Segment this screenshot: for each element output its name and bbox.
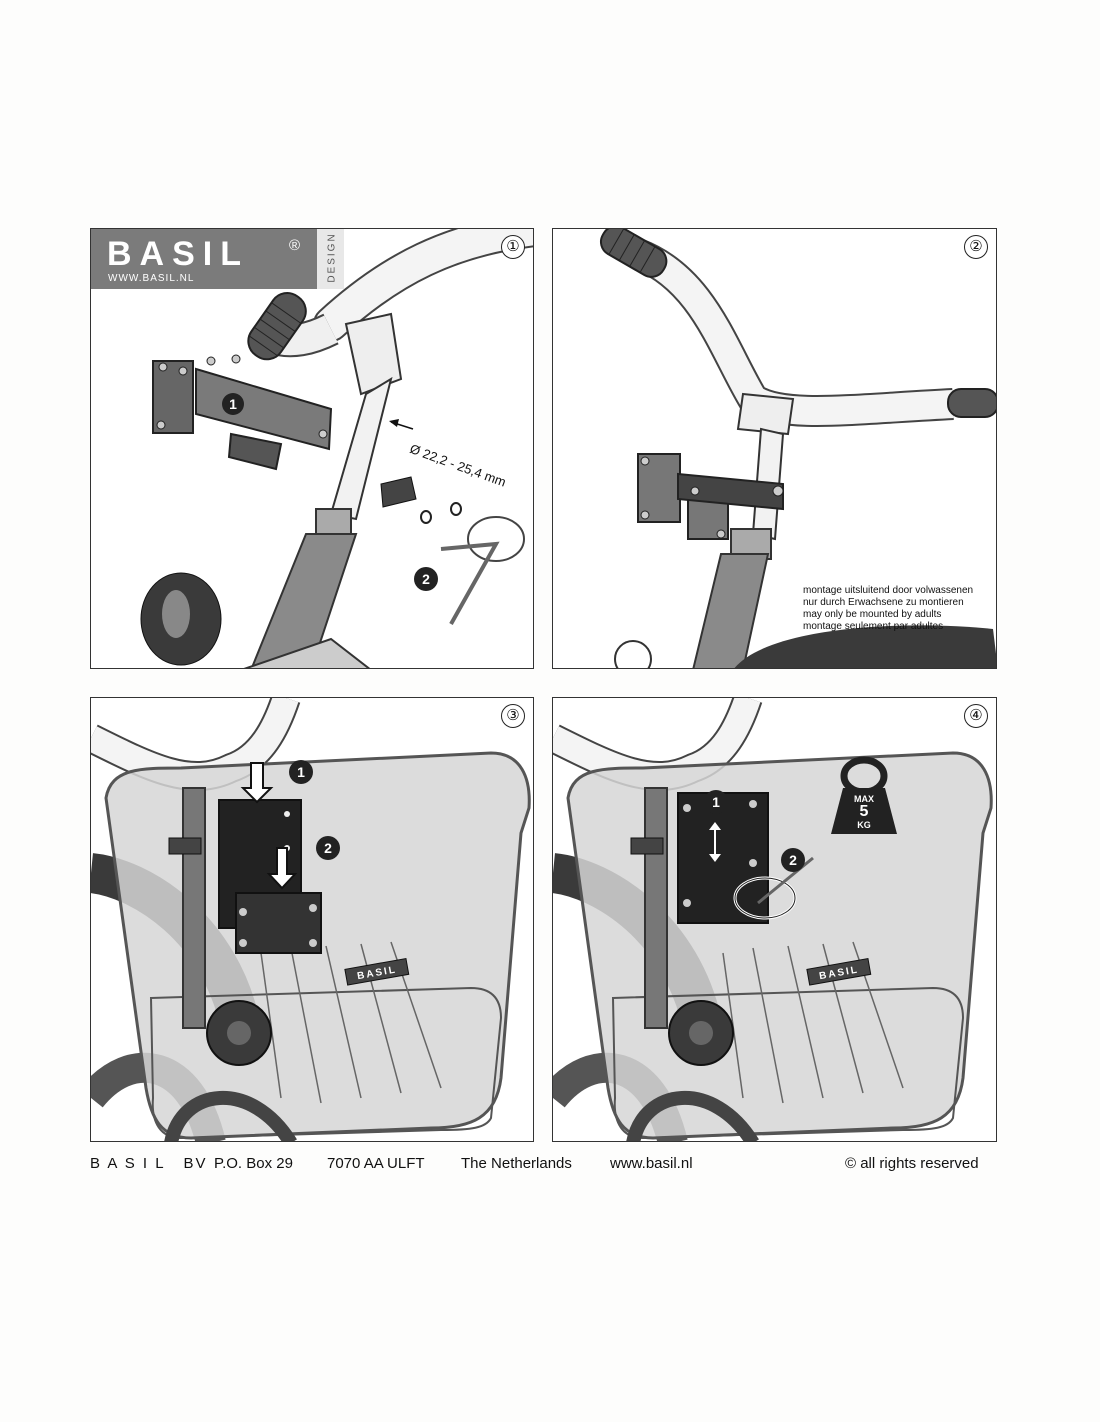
- step-2-panel: ② montage uitsluitend door volwassenen n…: [552, 228, 997, 669]
- footer-pobox: P.O. Box 29: [214, 1155, 293, 1172]
- svg-text:2: 2: [324, 840, 332, 856]
- max-weight-top: MAX: [854, 794, 874, 804]
- step-4-number: ④: [964, 704, 988, 728]
- svg-text:2: 2: [789, 852, 797, 868]
- adult-assembly-warning: montage uitsluitend door volwassenen nur…: [803, 585, 973, 633]
- max-weight-value: 5: [859, 803, 869, 820]
- step-4-illustration: 1 2 BASIL: [553, 698, 993, 1141]
- footer-country: The Netherlands: [461, 1155, 572, 1172]
- max-weight-label: MAX 5 KG: [849, 794, 879, 830]
- footer-company: B A S I L BV: [90, 1155, 208, 1172]
- step-1-panel: 1 2 BASIL ® WWW.BASIL.NL DESIGN ① Ø 22,2…: [90, 228, 534, 669]
- warning-line-de: nur durch Erwachsene zu montieren: [803, 597, 964, 608]
- basil-logo: BASIL ® WWW.BASIL.NL DESIGN: [91, 229, 344, 289]
- step-2-illustration: [599, 229, 996, 668]
- step-3-number: ③: [501, 704, 525, 728]
- max-weight-icon: [831, 756, 897, 834]
- step-2-number: ②: [964, 235, 988, 259]
- svg-text:1: 1: [712, 794, 720, 810]
- footer-postcode: 7070 AA ULFT: [327, 1155, 425, 1172]
- logo-url: WWW.BASIL.NL: [108, 273, 195, 284]
- svg-text:1: 1: [229, 396, 237, 412]
- step-3-illustration: 1 2 BASIL: [91, 698, 531, 1141]
- svg-text:2: 2: [422, 571, 430, 587]
- warning-line-fr: montage seulement par adultes: [803, 621, 944, 632]
- logo-brand: BASIL: [107, 235, 249, 273]
- footer-rights: © all rights reserved: [845, 1155, 979, 1172]
- step-1-illustration: 1 2: [140, 229, 533, 668]
- logo-registered-mark: ®: [289, 237, 301, 254]
- step-4-panel: 1 2 BASIL ④ MAX 5 KG: [552, 697, 997, 1142]
- warning-line-nl: montage uitsluitend door volwassenen: [803, 585, 974, 596]
- step-3-panel: 1 2 BASIL ③: [90, 697, 534, 1142]
- svg-text:1: 1: [297, 764, 305, 780]
- logo-design-strip: DESIGN: [317, 229, 344, 289]
- footer-website-link[interactable]: www.basil.nl: [610, 1155, 693, 1172]
- warning-line-en: may only be mounted by adults: [803, 609, 942, 620]
- logo-design-text: DESIGN: [326, 232, 338, 283]
- max-weight-unit: KG: [857, 820, 871, 830]
- step-1-number: ①: [501, 235, 525, 259]
